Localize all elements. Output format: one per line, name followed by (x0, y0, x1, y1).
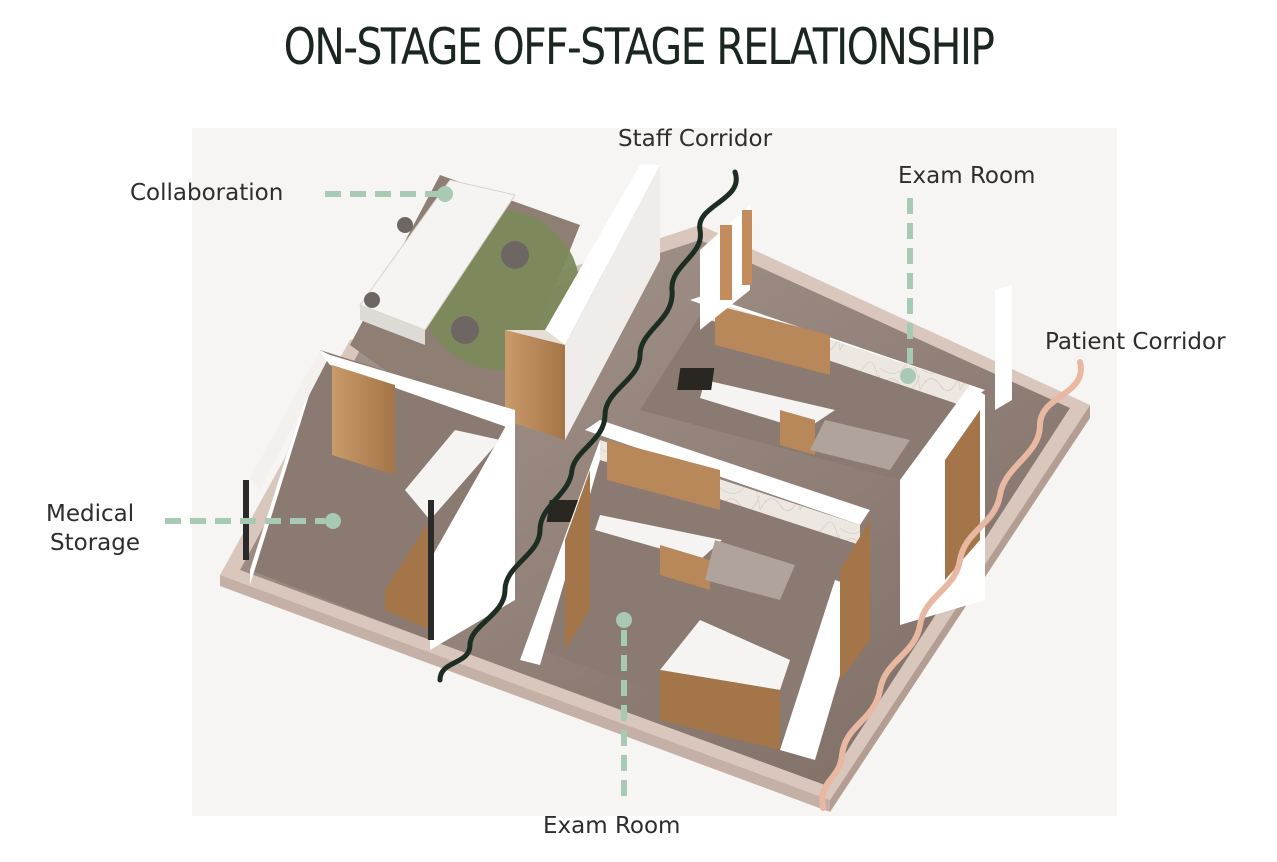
medical-storage-label-line1: Medical (46, 501, 135, 527)
exam-room-bottom-dot (616, 612, 632, 628)
staff-corridor-label: Staff Corridor (618, 126, 773, 152)
collaboration-label: Collaboration (130, 180, 284, 206)
leader-lines (165, 191, 913, 800)
collaboration-dot (437, 186, 453, 202)
medical-storage-label-line2: Storage (50, 530, 140, 556)
exam-room-top-label: Exam Room (898, 163, 1036, 189)
exam-room-bottom-label: Exam Room (543, 813, 681, 839)
medical-storage-dot (325, 513, 341, 529)
leader-dots (325, 186, 916, 628)
partition-wall (505, 165, 660, 440)
exam-room-bottom (520, 420, 870, 760)
patient-corridor-line (819, 359, 1084, 811)
patient-corridor-label: Patient Corridor (1045, 329, 1226, 355)
diagram-title: ON-STAGE OFF-STAGE RELATIONSHIP (283, 18, 995, 76)
exam-room-top-dot (900, 368, 916, 384)
staff-corridor-line (437, 169, 739, 683)
